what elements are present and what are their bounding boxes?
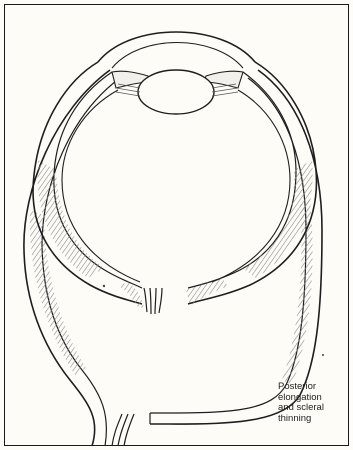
normal-sclera-shading [37,160,312,308]
normal-optic-nerve [144,288,162,314]
mark-dot [322,354,324,356]
lens [138,70,214,114]
retina-outline [62,90,290,282]
annotation-posterior-elongation: Posterior elongation and scleral thinnin… [278,382,344,424]
elongated-optic-nerve [112,413,150,446]
elongated-sclera-shading [30,200,313,385]
cornea-inner [112,43,243,69]
annotation-line: Posterior [278,382,344,393]
annotation-line: and scleral [278,403,344,414]
mark-dot [103,285,105,287]
annotation-line: thinning [278,414,344,425]
